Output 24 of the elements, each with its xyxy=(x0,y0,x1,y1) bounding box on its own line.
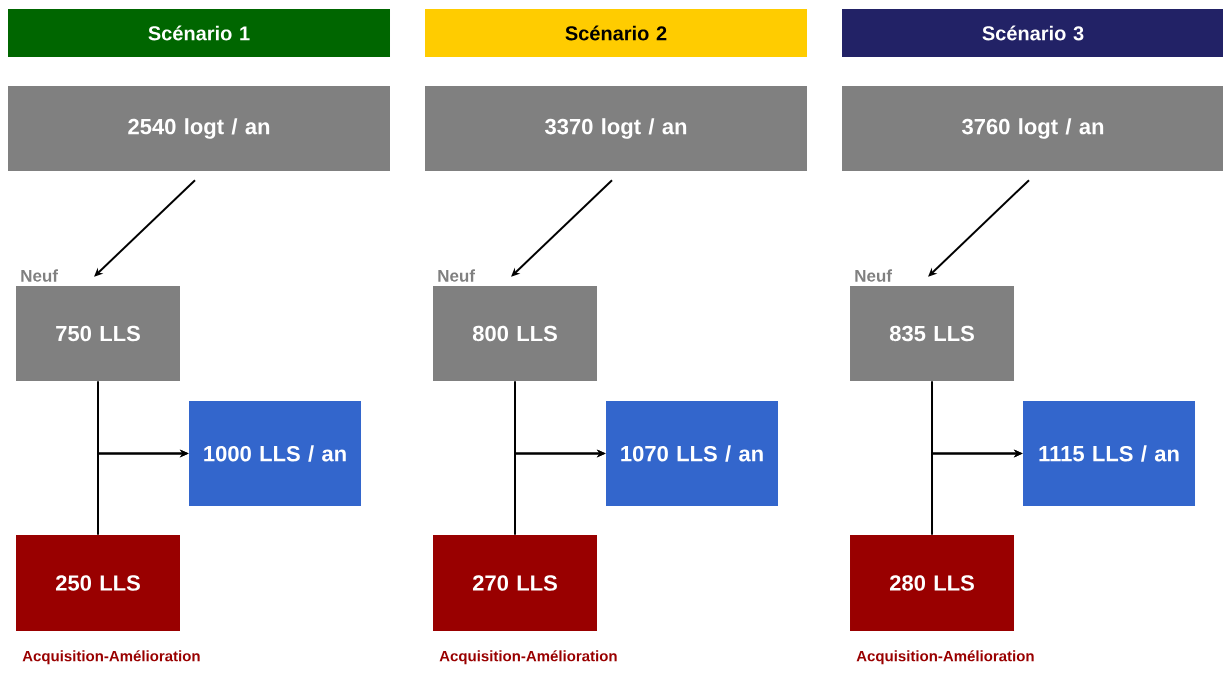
new-housing-box: 800 LLS xyxy=(433,286,597,381)
total-box: 2540 logt / an xyxy=(8,86,390,171)
header-band: Scénario 2 xyxy=(425,9,807,57)
note-label: Neuf xyxy=(438,269,475,282)
total-box: 3760 logt / an xyxy=(842,86,1223,171)
acquisition-box: 250 LLS xyxy=(16,535,180,631)
note-label: Acquisition-Amélioration xyxy=(856,650,1034,665)
note-label: Neuf xyxy=(855,269,892,282)
note-label: Neuf xyxy=(21,269,58,282)
arrow xyxy=(511,179,613,277)
new-housing-box: 835 LLS xyxy=(850,286,1014,381)
header-band: Scénario 3 xyxy=(842,9,1223,57)
new-housing-box: 750 LLS xyxy=(16,286,180,381)
note-label: Acquisition-Amélioration xyxy=(439,650,617,665)
result-box: 1070 LLS / an xyxy=(606,401,778,506)
acquisition-box: 280 LLS xyxy=(850,535,1014,631)
acquisition-box: 270 LLS xyxy=(433,535,597,631)
result-box: 1000 LLS / an xyxy=(189,401,361,506)
total-box: 3370 logt / an xyxy=(425,86,807,171)
arrow xyxy=(928,179,1030,277)
header-band: Scénario 1 xyxy=(8,9,390,57)
note-label: Acquisition-Amélioration xyxy=(22,650,200,665)
arrow xyxy=(94,179,196,277)
result-box: 1115 LLS / an xyxy=(1023,401,1195,506)
